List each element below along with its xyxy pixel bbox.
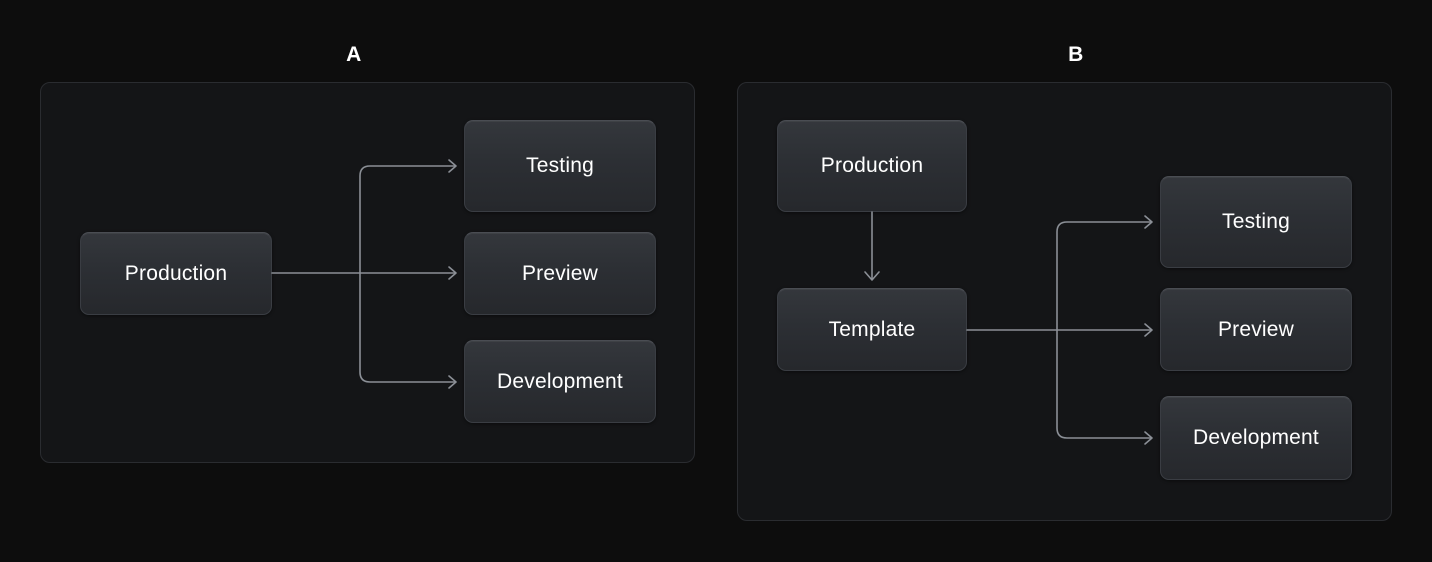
panel-label-a: A [346,43,362,66]
panel-label-b: B [1068,43,1084,66]
node-a-testing[interactable]: Testing [464,120,656,212]
node-a-production[interactable]: Production [80,232,272,315]
node-b-testing[interactable]: Testing [1160,176,1352,268]
node-b-production[interactable]: Production [777,120,967,212]
node-b-template[interactable]: Template [777,288,967,371]
node-b-preview[interactable]: Preview [1160,288,1352,371]
node-a-development[interactable]: Development [464,340,656,423]
node-b-development[interactable]: Development [1160,396,1352,480]
node-a-preview[interactable]: Preview [464,232,656,315]
